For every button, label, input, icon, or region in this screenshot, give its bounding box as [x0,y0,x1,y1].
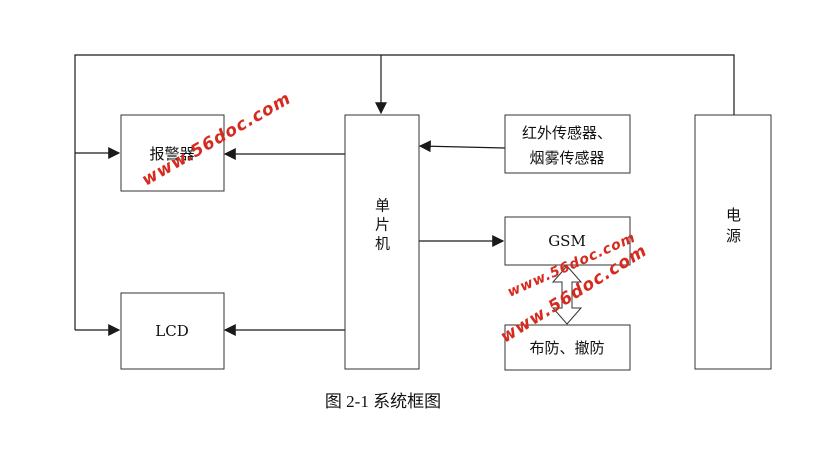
sensor-to-mcu-line [418,140,506,153]
gsm-label: GSM [548,232,586,250]
alarm-box [120,114,225,192]
gsm-box [504,216,631,266]
power-label: 电源 [724,207,742,249]
power-box [694,114,772,370]
power-bus-line [74,54,735,330]
lcd-box [120,292,225,370]
sensor-box [504,114,631,174]
arm-box [504,324,631,371]
mcu-label: 单片机 [373,198,391,255]
alarm-label: 报警器 [149,145,194,163]
sensor-label-line1: 红外传感器、 [522,124,612,142]
arm-label: 布防、撤防 [529,339,604,357]
figure-caption: 图 2-1 系统框图 [325,392,441,411]
lcd-label: LCD [155,322,188,340]
mcu-box [344,114,420,370]
sensor-label-line2: 烟雾传感器 [529,149,604,167]
gsm-arm-double-arrow [551,265,583,325]
